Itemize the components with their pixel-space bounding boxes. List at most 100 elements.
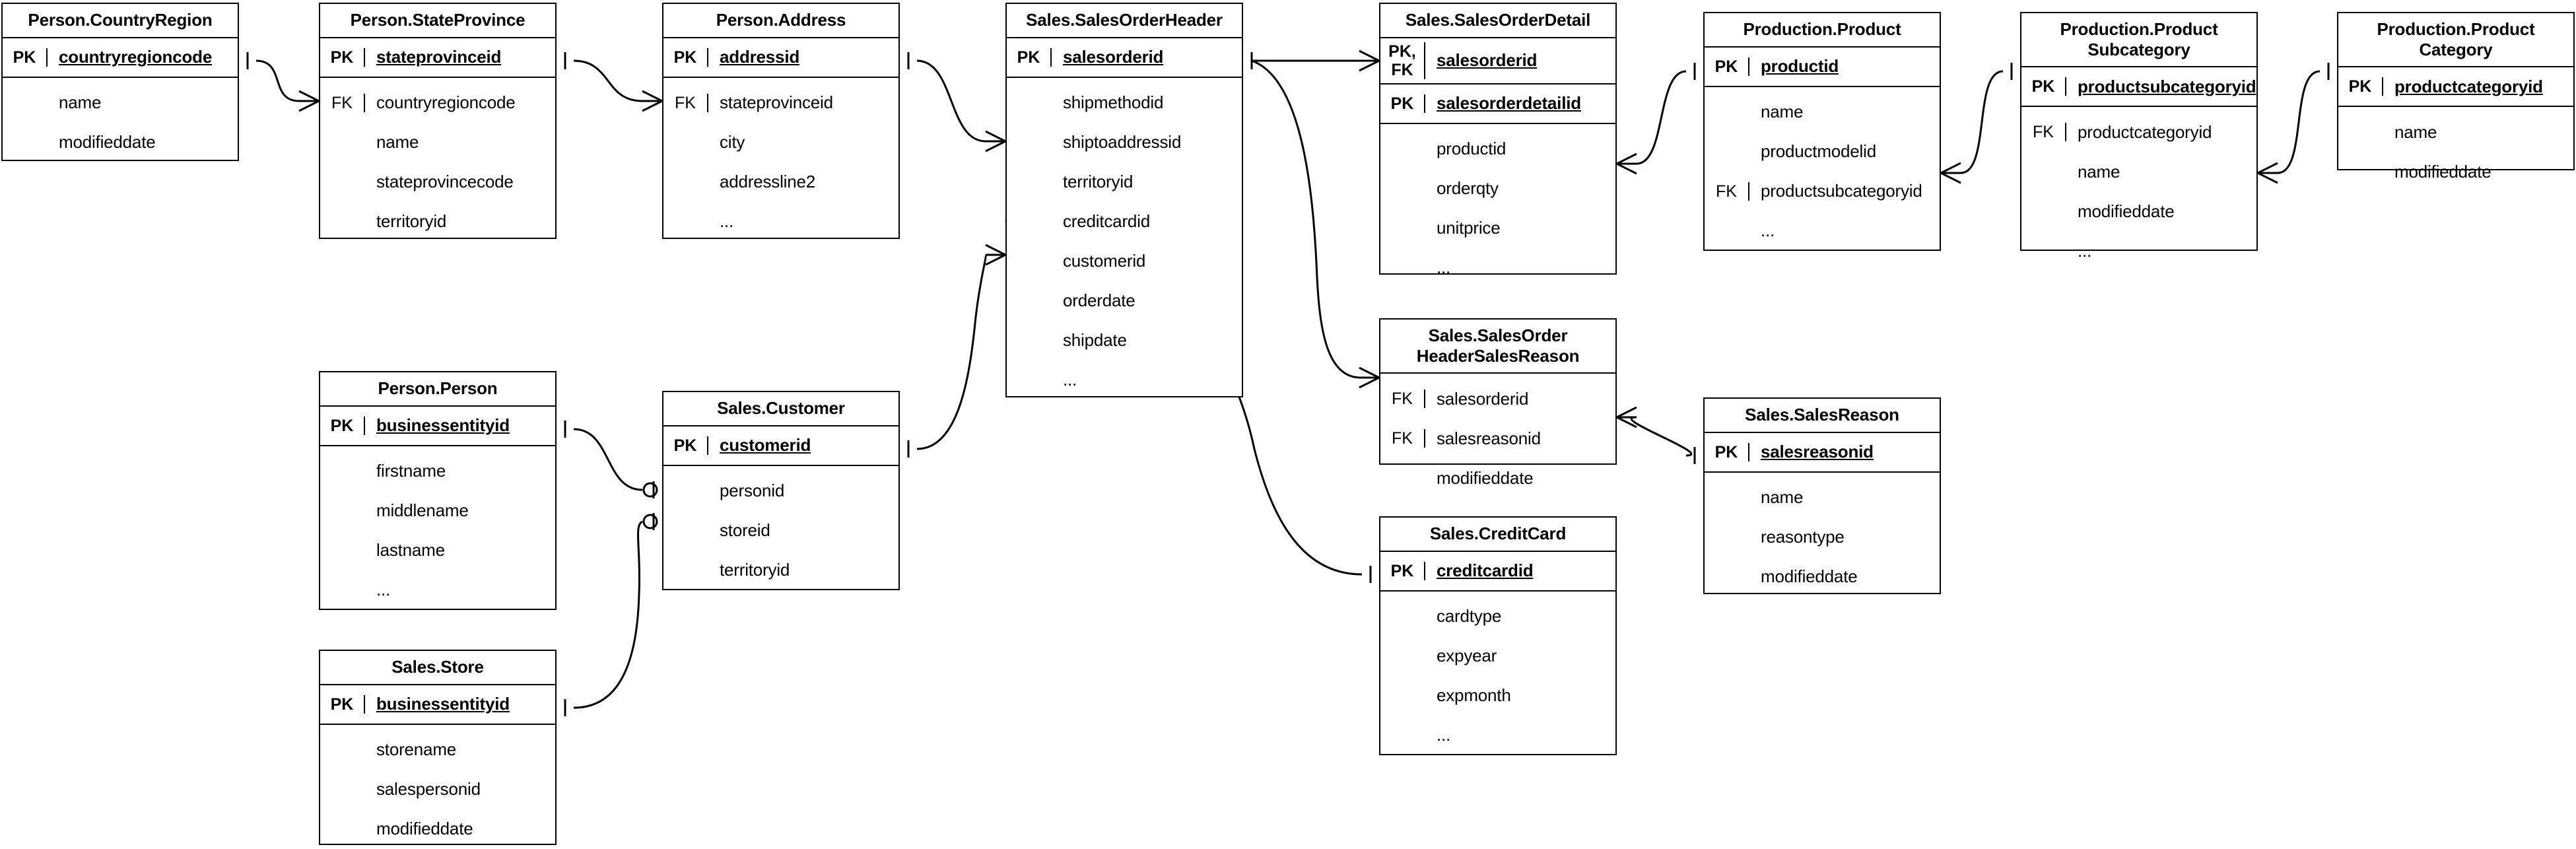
attribute-row[interactable]: shiptoaddressid	[1007, 123, 1242, 162]
attribute-row[interactable]: territoryid	[1007, 162, 1242, 202]
attribute-row[interactable]: modifieddate	[2021, 191, 2256, 231]
attribute-row[interactable]: orderqty	[1380, 169, 1615, 209]
attribute-row[interactable]: productmodelid	[1705, 132, 1940, 172]
attribute-row[interactable]: ...	[663, 202, 898, 242]
attribute-row[interactable]: personid	[663, 471, 898, 511]
attribute-row[interactable]: shipmethodid	[1007, 83, 1242, 123]
attribute-row[interactable]: customerid	[1007, 242, 1242, 281]
attribute-row[interactable]: expyear	[1380, 636, 1615, 676]
attribute-row[interactable]: storeid	[663, 511, 898, 551]
attribute-row[interactable]: name	[3, 83, 238, 123]
attribute-row[interactable]: name	[1705, 478, 1940, 518]
attribute-row[interactable]: shipdate	[1007, 321, 1242, 360]
attribute-name: orderdate	[1063, 290, 1135, 311]
entity-title: Sales.Customer	[663, 392, 898, 426]
attribute-row[interactable]: storename	[320, 730, 555, 770]
attribute-row[interactable]: ...	[1380, 248, 1615, 288]
cardinality-many-marker	[1616, 416, 1637, 428]
attribute-row[interactable]: orderdate	[1007, 281, 1242, 321]
spacer	[1380, 124, 1615, 129]
attribute-row[interactable]: modifieddate	[320, 809, 555, 849]
attribute-row[interactable]: name	[2021, 152, 2256, 191]
attribute-row[interactable]: cardtype	[1380, 597, 1615, 636]
attribute-name: territoryid	[376, 211, 447, 232]
attribute-row[interactable]: ...	[1705, 211, 1940, 251]
attribute-row[interactable]: middlename	[320, 491, 555, 531]
entity-title: Production.Product Category	[2338, 13, 2573, 68]
attribute-row[interactable]: stateprovincecode	[320, 162, 555, 202]
attribute-row[interactable]: name	[2338, 112, 2573, 152]
attribute-row[interactable]: ...	[2021, 231, 2256, 271]
attribute-row[interactable]: city	[663, 123, 898, 162]
attribute-row[interactable]: productid	[1380, 129, 1615, 169]
attribute-row[interactable]: reasontype	[1705, 518, 1940, 557]
attribute-row[interactable]: modifieddate	[3, 123, 238, 162]
attribute-row[interactable]: name	[1705, 92, 1940, 132]
attribute-row[interactable]: lastname	[320, 531, 555, 570]
attribute-row[interactable]: modifieddate	[1705, 557, 1940, 597]
attribute-row[interactable]: ...	[1380, 716, 1615, 755]
cardinality-many-marker	[2257, 162, 2278, 174]
attribute-name: stateprovincecode	[376, 172, 514, 192]
key-badge: PK	[1705, 442, 1749, 461]
attribute-row[interactable]: ...	[1007, 360, 1242, 400]
attribute-name: shipmethodid	[1063, 92, 1164, 113]
attribute-row[interactable]: name	[320, 123, 555, 162]
relationship-line	[2277, 70, 2321, 174]
attribute-row[interactable]: modifieddate	[2338, 152, 2573, 191]
entity-title: Production.Product	[1705, 13, 1940, 48]
attribute-row[interactable]: expmonth	[1380, 676, 1615, 716]
attribute-row[interactable]: firstname	[320, 452, 555, 491]
cardinality-many-marker	[298, 100, 320, 112]
attribute-row[interactable]: salespersonid	[320, 770, 555, 809]
attribute-row[interactable]: ...	[320, 570, 555, 610]
attribute-row[interactable]: territoryid	[320, 202, 555, 242]
entity-title: Production.Product Subcategory	[2021, 13, 2256, 68]
attribute-row[interactable]: creditcardid	[1007, 202, 1242, 242]
attribute-row[interactable]: territoryid	[663, 551, 898, 590]
attribute-row[interactable]: unitprice	[1380, 209, 1615, 248]
attribute-name: storeid	[720, 520, 770, 541]
attribute-name: middlename	[376, 500, 469, 521]
attribute-row[interactable]: modifieddate	[1380, 458, 1615, 498]
attribute-row[interactable]: addressline2	[663, 162, 898, 202]
